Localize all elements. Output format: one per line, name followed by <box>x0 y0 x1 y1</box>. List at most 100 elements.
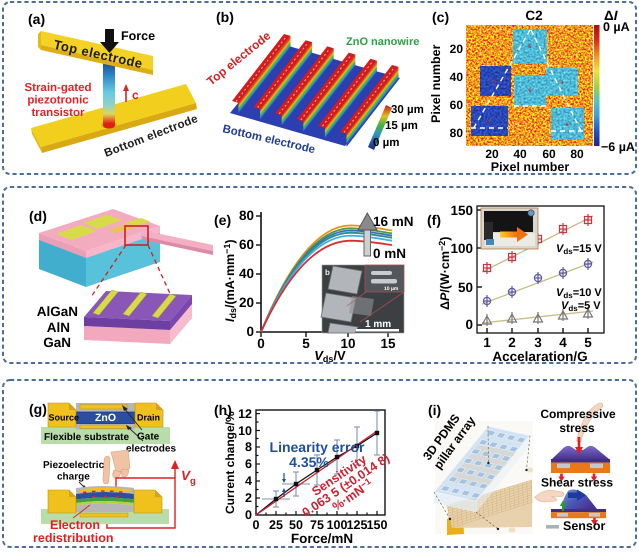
svg-text:electrodes: electrodes <box>126 444 176 455</box>
svg-text:V: V <box>181 468 191 483</box>
svg-text:150: 150 <box>450 203 473 218</box>
svg-text:g: g <box>190 476 196 487</box>
svg-text:1 mm: 1 mm <box>365 319 391 330</box>
svg-text:100: 100 <box>450 241 473 256</box>
svg-text:(c): (c) <box>432 9 449 25</box>
svg-text:Vds=5 V: Vds=5 V <box>561 300 601 313</box>
svg-text:(h): (h) <box>214 402 232 418</box>
svg-text:150: 150 <box>367 518 388 532</box>
svg-text:Sensor: Sensor <box>563 519 606 533</box>
svg-text:Shear stress: Shear stress <box>541 476 613 490</box>
svg-text:Vds=10 V: Vds=10 V <box>556 287 602 300</box>
svg-text:AlGaN: AlGaN <box>37 304 78 319</box>
svg-text:(i): (i) <box>428 402 441 418</box>
svg-text:0: 0 <box>465 317 473 332</box>
svg-text:GaN: GaN <box>43 335 71 350</box>
svg-text:125: 125 <box>347 518 368 532</box>
svg-text:100: 100 <box>327 518 348 532</box>
svg-text:10: 10 <box>340 336 355 351</box>
svg-text:20: 20 <box>450 42 464 56</box>
svg-text:redistribution: redistribution <box>33 531 114 545</box>
svg-text:6: 6 <box>245 457 252 471</box>
svg-text:Gate: Gate <box>137 432 160 443</box>
svg-text:0 mN: 0 mN <box>373 246 406 261</box>
svg-text:0: 0 <box>257 336 265 351</box>
svg-text:60: 60 <box>542 147 556 161</box>
svg-text:(a): (a) <box>28 11 45 27</box>
svg-text:50: 50 <box>289 518 303 532</box>
svg-text:Source: Source <box>49 413 80 423</box>
svg-text:Linearity error: Linearity error <box>270 439 365 455</box>
svg-text:Force: Force <box>121 29 155 43</box>
svg-text:c: c <box>132 88 139 102</box>
svg-text:0 µm: 0 µm <box>373 137 399 149</box>
svg-text:(g): (g) <box>29 401 47 417</box>
svg-text:ZnO: ZnO <box>95 412 116 424</box>
svg-text:Force/mN: Force/mN <box>291 531 353 546</box>
svg-text:Pixel number: Pixel number <box>429 44 443 123</box>
svg-text:5: 5 <box>529 44 532 50</box>
svg-text:Vds/V: Vds/V <box>314 348 346 364</box>
svg-text:8: 8 <box>245 440 252 454</box>
svg-text:transistor: transistor <box>31 107 85 119</box>
svg-text:6: 6 <box>529 88 532 94</box>
svg-text:40: 40 <box>450 70 464 84</box>
svg-text:Electron: Electron <box>50 518 100 532</box>
svg-text:Accelaration/G: Accelaration/G <box>492 349 587 364</box>
svg-text:C2: C2 <box>525 8 542 23</box>
svg-text:20: 20 <box>485 147 499 161</box>
svg-text:10 µm: 10 µm <box>384 286 399 292</box>
svg-text:2: 2 <box>494 79 497 85</box>
svg-text:2: 2 <box>508 335 516 350</box>
svg-text:15 µm: 15 µm <box>385 120 418 132</box>
svg-text:(f): (f) <box>427 212 441 228</box>
svg-text:20: 20 <box>239 295 254 310</box>
svg-text:ΔP/(W·cm−2): ΔP/(W·cm−2) <box>437 237 452 310</box>
svg-text:0: 0 <box>246 324 254 339</box>
svg-text:3: 3 <box>488 119 491 125</box>
svg-text:15: 15 <box>380 336 396 351</box>
svg-text:80: 80 <box>570 147 584 161</box>
svg-text:Pixel number: Pixel number <box>491 160 570 174</box>
svg-text:16 mN: 16 mN <box>373 214 414 229</box>
svg-text:25: 25 <box>269 518 283 532</box>
svg-text:0: 0 <box>245 508 252 522</box>
svg-text:ZnO nanowire: ZnO nanowire <box>346 36 419 48</box>
svg-text:b: b <box>325 268 330 277</box>
svg-text:12: 12 <box>238 407 252 421</box>
svg-text:Strain-gated: Strain-gated <box>24 82 91 94</box>
svg-text:Flexible substrate: Flexible substrate <box>44 432 129 443</box>
svg-text:4: 4 <box>559 335 567 350</box>
svg-text:Vds=15 V: Vds=15 V <box>556 243 602 256</box>
svg-text:60: 60 <box>239 237 254 252</box>
svg-text:0: 0 <box>253 518 260 532</box>
svg-text:50: 50 <box>458 280 473 295</box>
svg-text:Ids/(mA·mm−1): Ids/(mA·mm−1) <box>222 239 238 322</box>
svg-text:AlN: AlN <box>47 320 70 335</box>
svg-text:charge: charge <box>57 472 90 483</box>
svg-text:40: 40 <box>239 266 254 281</box>
svg-text:4.35%: 4.35% <box>289 454 329 470</box>
svg-text:80: 80 <box>239 208 254 223</box>
svg-text:(d): (d) <box>29 208 47 224</box>
svg-text:10: 10 <box>238 424 252 438</box>
svg-text:(e): (e) <box>214 212 231 228</box>
svg-text:5: 5 <box>584 335 592 350</box>
svg-text:80: 80 <box>450 126 464 140</box>
svg-text:4: 4 <box>561 80 564 86</box>
svg-text:1: 1 <box>483 335 491 350</box>
svg-text:60: 60 <box>450 98 464 112</box>
svg-text:5: 5 <box>302 336 310 351</box>
svg-text:40: 40 <box>513 147 527 161</box>
svg-text:2: 2 <box>245 491 252 505</box>
svg-text:3: 3 <box>534 335 542 350</box>
svg-text:Drain: Drain <box>137 413 160 423</box>
svg-text:Compressive: Compressive <box>540 407 616 421</box>
svg-text:5: 5 <box>566 122 569 128</box>
svg-text:75: 75 <box>310 518 324 532</box>
svg-text:(b): (b) <box>216 9 234 25</box>
svg-text:piezotronic: piezotronic <box>27 95 89 107</box>
svg-text:Current change/%: Current change/% <box>223 411 237 514</box>
svg-text:stress: stress <box>559 421 595 435</box>
svg-text:ΔI: ΔI <box>604 8 618 23</box>
